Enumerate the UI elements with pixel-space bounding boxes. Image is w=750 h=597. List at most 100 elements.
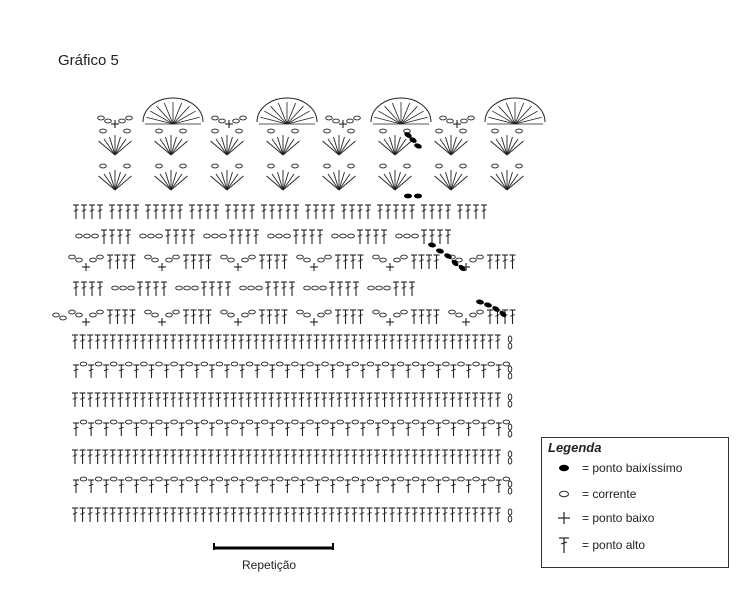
fan-stem	[384, 105, 402, 125]
dc-bar	[216, 454, 221, 457]
dc-bar	[133, 339, 138, 342]
chart-title: Gráfico 5	[58, 52, 119, 69]
corrente-symbol	[239, 285, 247, 291]
dc-bar	[359, 397, 365, 400]
corrente-symbol	[170, 476, 178, 482]
ponto-alto-symbol	[429, 229, 435, 244]
dc-bar	[350, 259, 356, 262]
ponto-alto-symbol	[73, 479, 79, 493]
corrente-symbol	[455, 312, 463, 318]
fan-stem	[150, 110, 174, 125]
ponto-alto-symbol	[239, 479, 246, 493]
dc-bar	[268, 512, 274, 515]
ponto-alto-symbol	[133, 364, 140, 378]
ponto-alto-symbol	[238, 392, 245, 407]
dc-bar	[450, 397, 455, 400]
ponto-alto-symbol	[457, 507, 464, 522]
dc-bar	[284, 454, 289, 457]
fan-arc	[142, 97, 204, 123]
ponto-alto-symbol	[365, 229, 371, 244]
dc-bar	[261, 209, 267, 212]
dc-bar	[170, 339, 176, 342]
dc-bar	[487, 314, 493, 317]
ponto-alto-symbol	[185, 507, 192, 522]
corrente-symbol	[245, 419, 254, 425]
dc-bar	[335, 259, 341, 262]
corrente-symbol	[260, 419, 269, 425]
ponto-alto-symbol	[404, 507, 411, 522]
ponto-alto-symbol	[411, 309, 417, 324]
ponto-alto-symbol	[241, 204, 247, 219]
shell-stem	[165, 171, 172, 191]
corrente-symbol	[79, 419, 88, 425]
ponto-alto-symbol	[170, 449, 177, 464]
dc-bar	[209, 426, 215, 430]
corrente-symbol	[139, 233, 147, 239]
ponto-alto-symbol	[209, 281, 215, 296]
fan-stem	[391, 102, 402, 125]
shell-stem	[490, 175, 508, 191]
shell-stem	[159, 173, 172, 191]
corrente-symbol	[248, 309, 256, 315]
legend-item-ponto-baixissimo: = ponto baixíssimo	[554, 458, 682, 478]
dc-bar	[140, 512, 146, 515]
dc-bar	[335, 314, 341, 317]
fan-stem	[400, 102, 411, 125]
ponto-alto-symbol	[223, 507, 229, 522]
dc-bar	[259, 314, 265, 317]
corrente-symbol	[165, 312, 173, 318]
dc-bar	[496, 368, 502, 372]
corrente-symbol	[215, 419, 224, 425]
dc-bar	[81, 209, 87, 212]
dc-bar	[465, 512, 470, 515]
shell-stem	[389, 171, 396, 191]
ponto-alto-symbol	[129, 309, 136, 324]
dc-bar	[442, 512, 448, 515]
ponto-alto-symbol	[117, 204, 123, 219]
corrente-symbol	[411, 361, 420, 367]
dc-bar	[229, 234, 235, 237]
corrente-symbol	[339, 233, 347, 239]
shell-stem	[277, 171, 284, 191]
dc-bar	[401, 286, 407, 289]
ponto-alto-symbol	[420, 364, 427, 378]
ponto-alto-symbol	[79, 334, 86, 349]
ponto-alto-symbol	[238, 334, 245, 349]
ponto-alto-symbol	[153, 281, 159, 296]
dc-bar	[267, 314, 272, 317]
ponto-alto-symbol	[366, 334, 373, 349]
ponto-alto-symbol	[125, 204, 131, 219]
dc-bar	[169, 209, 175, 212]
ponto-alto-symbol	[109, 204, 115, 219]
ponto-alto-symbol	[418, 309, 425, 324]
corrente-symbol	[476, 254, 484, 260]
ponto-alto-symbol	[281, 309, 288, 324]
corrente-symbol	[317, 312, 325, 318]
ponto-alto-symbol	[268, 392, 275, 407]
dc-bar	[117, 454, 123, 457]
dc-bar	[97, 286, 103, 289]
dc-bar	[95, 339, 101, 342]
ponto-alto-symbol	[177, 507, 184, 522]
ponto-alto-symbol	[419, 392, 426, 407]
shell-stem	[109, 171, 116, 191]
ponto-alto-symbol	[253, 229, 259, 244]
ponto-alto-symbol	[480, 422, 487, 436]
dc-bar	[246, 454, 252, 457]
ponto-alto-symbol	[177, 334, 184, 349]
ponto-alto-symbol	[162, 334, 169, 349]
shell-stem	[383, 173, 396, 191]
ponto-alto-symbol	[253, 392, 260, 407]
corrente-symbol	[435, 128, 443, 134]
corrente-symbol	[123, 163, 131, 169]
dc-bar	[412, 397, 418, 400]
ponto-alto-symbol	[350, 254, 356, 269]
corrente-symbol	[446, 118, 454, 124]
dc-bar	[291, 339, 297, 342]
corrente-symbol	[185, 476, 193, 482]
ponto-alto-symbol	[163, 479, 170, 493]
dc-bar	[358, 259, 363, 262]
corrente-symbol	[291, 128, 299, 134]
ponto-alto-symbol	[254, 479, 261, 493]
dc-bar	[170, 454, 176, 457]
